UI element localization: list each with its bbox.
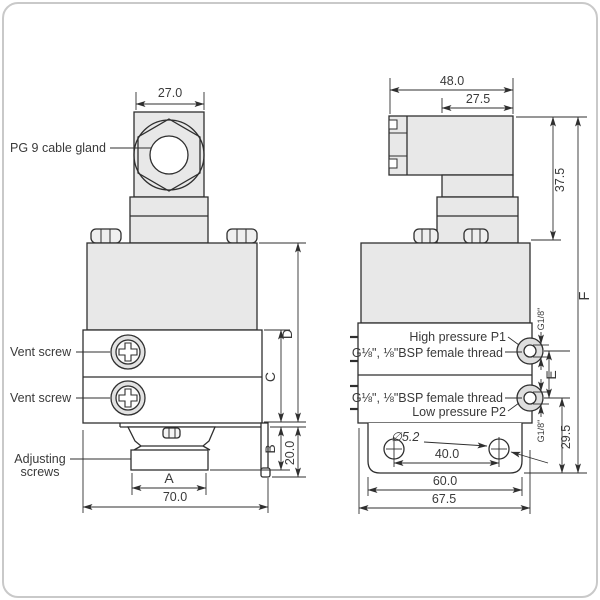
front-view-dimension-text: 27.0 D C B 20.0 A 70.0 xyxy=(158,86,297,504)
port-size-top-label: G1/8" xyxy=(536,308,546,331)
front-view xyxy=(82,111,271,478)
dim-bracket-width: 60.0 xyxy=(433,474,457,488)
gland-neck xyxy=(129,196,209,244)
port-size-bottom-label: G1/8" xyxy=(536,420,546,443)
dim-port-to-base: 29.5 xyxy=(559,425,573,449)
body-cap-screw-left xyxy=(90,228,122,244)
cable-gland xyxy=(133,111,205,198)
dim-gland-width: 27.0 xyxy=(158,86,182,100)
adjusting-screw-stack xyxy=(126,426,216,471)
dim-connector-width: 48.0 xyxy=(440,74,464,88)
dim-b: B xyxy=(262,444,278,453)
side-view-dimensions xyxy=(358,78,587,514)
ports-section xyxy=(350,322,533,424)
dim-e: E xyxy=(543,370,559,379)
hole-diameter-label: ∅5.2 xyxy=(391,430,419,444)
dim-d: D xyxy=(279,329,295,339)
dim-total-width-side: 67.5 xyxy=(432,492,456,506)
front-view-labels: PG 9 cable gland Vent screw Vent screw A… xyxy=(10,141,151,479)
vent-screw-bottom-label: Vent screw xyxy=(10,391,72,405)
side-view xyxy=(350,115,544,474)
upper-body xyxy=(86,242,258,331)
dim-base-drop: 20.0 xyxy=(283,441,297,465)
din-connector xyxy=(388,115,514,198)
vent-section xyxy=(82,329,263,424)
side-upper-body xyxy=(360,242,531,324)
p2-thread-label: G⅛", ⅛"BSP female thread xyxy=(352,391,503,405)
vent-screw-bottom-fitting xyxy=(110,380,146,416)
dim-connector-stem-width: 27.5 xyxy=(466,92,490,106)
side-cap-screw-right xyxy=(463,228,489,244)
side-cap-screw-left xyxy=(413,228,439,244)
side-view-dimension-text: 48.0 27.5 37.5 F E 29.5 G1/8" G1/8" 40.0… xyxy=(391,74,593,506)
dim-c: C xyxy=(262,372,278,382)
dim-f: F xyxy=(576,291,593,300)
front-view-dimensions xyxy=(82,92,306,513)
side-view-labels: High pressure P1 G⅛", ⅛"BSP female threa… xyxy=(352,330,522,419)
adjusting-screws-label-line1: Adjusting xyxy=(14,452,65,466)
dim-total-width-front: 70.0 xyxy=(163,490,187,504)
adjusting-screws-label-line2: screws xyxy=(21,465,60,479)
high-pressure-leader xyxy=(507,336,520,346)
p1-thread-label: G⅛", ⅛"BSP female thread xyxy=(352,346,503,360)
port-p1 xyxy=(516,337,544,365)
vent-screw-top-label: Vent screw xyxy=(10,345,72,359)
low-pressure-label: Low pressure P2 xyxy=(412,405,506,419)
dim-a: A xyxy=(164,470,174,486)
low-pressure-leader xyxy=(507,402,520,412)
body-cap-screw-right xyxy=(226,228,258,244)
vent-screw-top-fitting xyxy=(110,334,146,370)
dim-hole-spacing: 40.0 xyxy=(435,447,459,461)
cable-gland-label: PG 9 cable gland xyxy=(10,141,106,155)
high-pressure-label: High pressure P1 xyxy=(409,330,506,344)
dim-connector-height: 37.5 xyxy=(553,168,567,192)
